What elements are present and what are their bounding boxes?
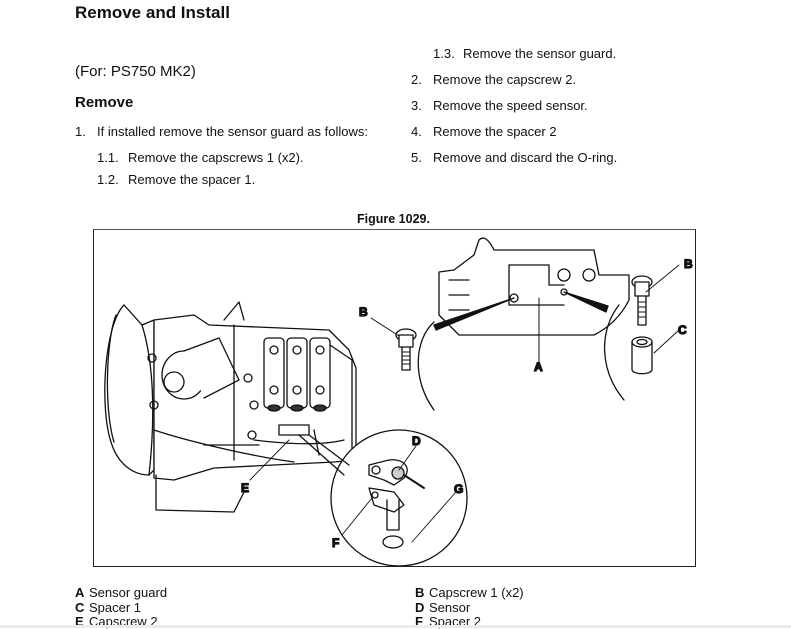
step-number: 1.3.: [433, 46, 455, 61]
step-text: Remove the sensor guard.: [463, 46, 617, 61]
step-3: 3. Remove the speed sensor.: [411, 98, 588, 113]
step-number: 4.: [411, 124, 422, 139]
legend-key: E: [75, 614, 84, 629]
transmission-assembly: [104, 301, 357, 513]
capscrew-b-inset: [395, 297, 515, 411]
step-1-1: 1.1. Remove the capscrews 1 (x2).: [97, 150, 304, 165]
legend-item-a: A Sensor guard: [75, 585, 167, 600]
step-number: 2.: [411, 72, 422, 87]
step-number: 1.1.: [97, 150, 119, 165]
callout-b-left: B: [359, 305, 368, 319]
transmission-illustration: B B C A D E G F: [104, 237, 694, 567]
callout-leaders: [249, 264, 680, 543]
legend-key: F: [415, 614, 423, 629]
sensor-guard-detail: [438, 237, 630, 361]
step-1-2: 1.2. Remove the spacer 1.: [97, 172, 255, 187]
step-number: 5.: [411, 150, 422, 165]
step-number: 1.2.: [97, 172, 119, 187]
legend-key: C: [75, 600, 85, 615]
step-number: 1.: [75, 124, 86, 139]
step-text: Remove the capscrew 2.: [433, 72, 577, 87]
legend-key: D: [415, 600, 425, 615]
step-text: Remove and discard the O-ring.: [433, 150, 618, 165]
figure-caption: Figure 1029.: [357, 212, 430, 226]
step-1: 1. If installed remove the sensor guard a…: [75, 124, 368, 139]
callout-d: D: [412, 434, 421, 448]
legend-key: B: [415, 585, 425, 600]
step-text: Remove the speed sensor.: [433, 98, 588, 113]
applicability-note: (For: PS750 MK2): [75, 63, 196, 80]
callout-a: A: [534, 360, 543, 374]
legend-label: Spacer 1: [89, 600, 142, 615]
sensor-inset: [298, 429, 468, 567]
figure-1029: B B C A D E G F: [93, 229, 696, 567]
legend-item-c: C Spacer 1: [75, 600, 141, 615]
callout-b-right: B: [684, 257, 693, 271]
step-5: 5. Remove and discard the O-ring.: [411, 150, 617, 165]
step-2: 2. Remove the capscrew 2.: [411, 72, 576, 87]
legend-item-d: D Sensor: [415, 600, 470, 615]
legend-item-b: B Capscrew 1 (x2): [415, 585, 524, 600]
step-text: Remove the spacer 1.: [128, 172, 256, 187]
step-4: 4. Remove the spacer 2: [411, 124, 557, 139]
legend-label: Capscrew 1 (x2): [429, 585, 524, 600]
step-text: Remove the spacer 2: [433, 124, 557, 139]
page-title: Remove and Install: [75, 3, 230, 22]
legend-label: Sensor guard: [89, 585, 168, 600]
callout-e: E: [241, 481, 249, 495]
legend-key: A: [75, 585, 85, 600]
viewer-bottom-edge: [0, 625, 791, 628]
callout-g: G: [454, 482, 463, 496]
callout-c: C: [678, 323, 687, 337]
step-text: If installed remove the sensor guard as …: [97, 124, 368, 139]
callout-f: F: [332, 536, 339, 550]
section-heading-remove: Remove: [75, 94, 134, 111]
step-number: 3.: [411, 98, 422, 113]
legend-label: Sensor: [429, 600, 471, 615]
step-1-3: 1.3. Remove the sensor guard.: [433, 46, 616, 61]
step-text: Remove the capscrews 1 (x2).: [128, 150, 304, 165]
capscrew-spacer-inset: [563, 275, 653, 401]
